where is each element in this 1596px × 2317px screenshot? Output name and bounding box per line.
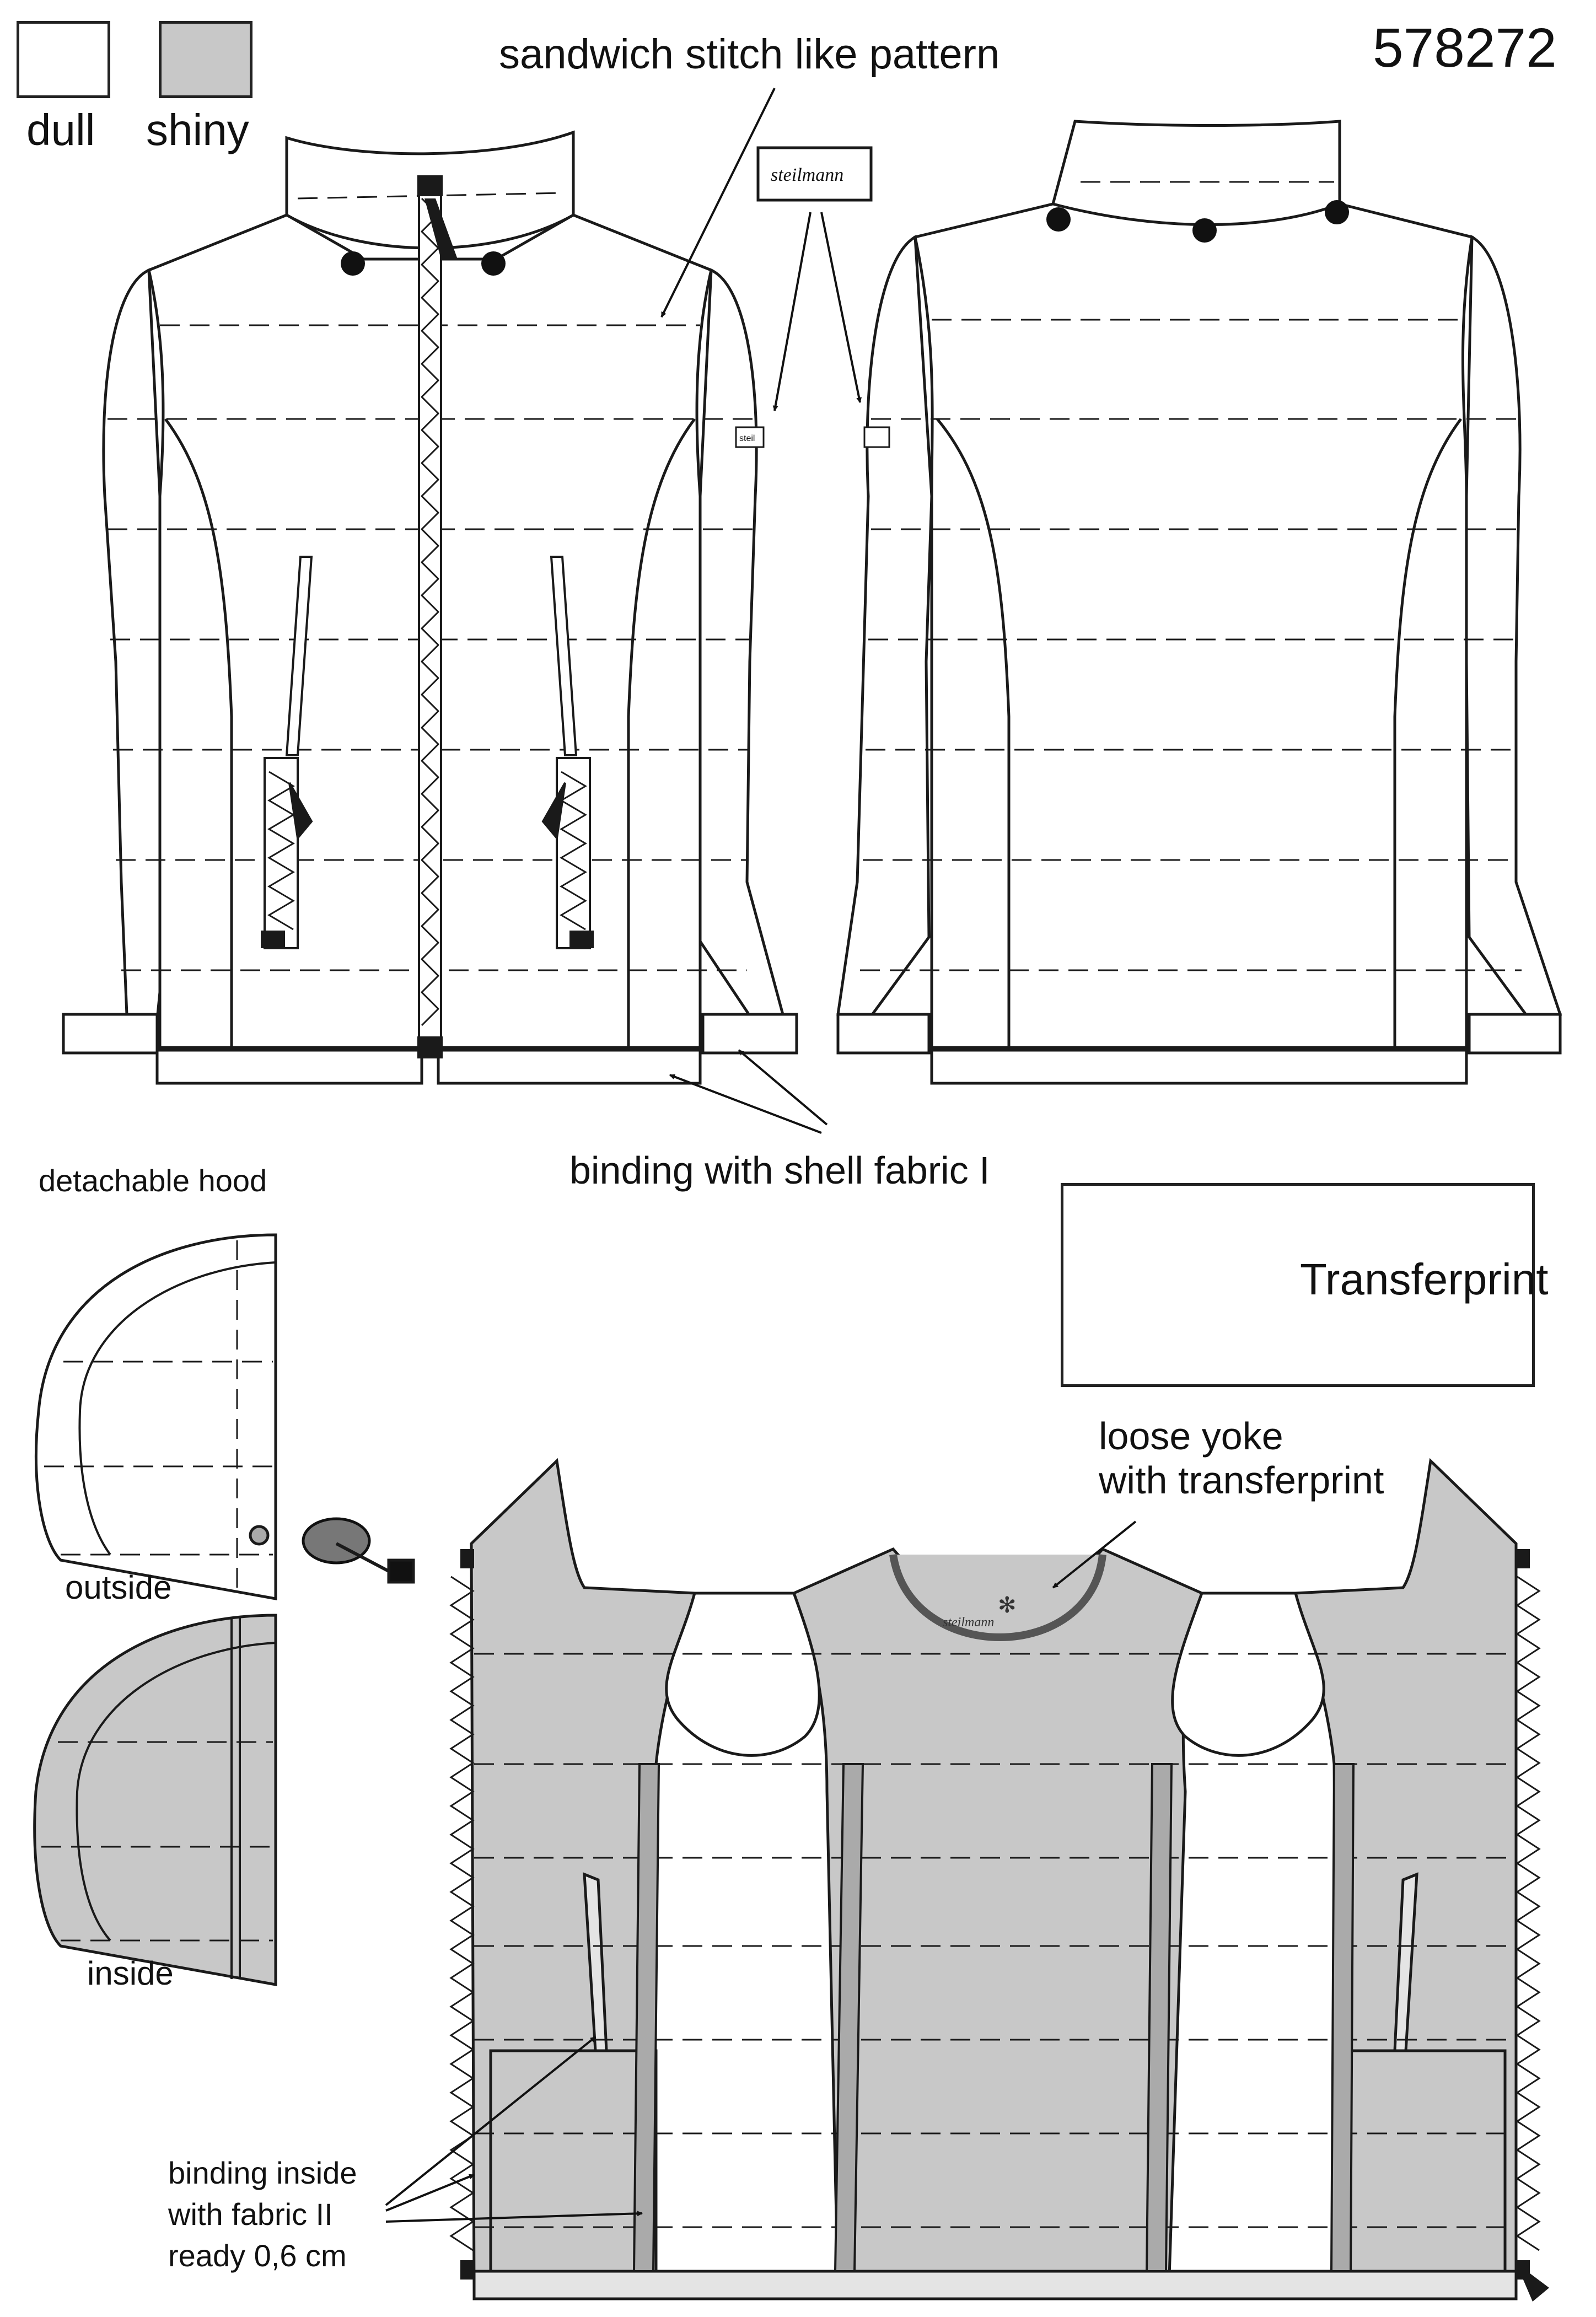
brand-label-tag: steilmann (756, 146, 873, 202)
callout-arrows (385, 88, 1137, 2223)
back-sleeve-tag (863, 426, 890, 448)
hood-inside-label: inside (87, 1955, 174, 1992)
back-princess-seams (936, 418, 1463, 1047)
back-cuff-right (1468, 1013, 1562, 1055)
arrow-binding-inside-2 (385, 2174, 475, 2212)
jacket-back-view (836, 120, 1562, 1085)
hood-outside (35, 1233, 415, 1600)
front-collar-snaps (341, 251, 506, 276)
yoke-print-flake: ✻ (998, 1593, 1017, 1618)
legend-dull-label: dull (26, 105, 95, 154)
front-right-sleeve (693, 268, 785, 1022)
zipper-top-stop (417, 175, 443, 196)
arrow-sandwich (660, 88, 776, 318)
back-collar (1051, 120, 1341, 226)
binding-inside-label-line1: binding inside (168, 2155, 357, 2190)
lining-left-armhole (665, 1592, 821, 1757)
sandwich-stitch-label: sandwich stitch like pattern (499, 31, 1000, 78)
lining-bottom-band (472, 2270, 1518, 2300)
arrow-yoke (1052, 1520, 1137, 1589)
back-hem-band (930, 1049, 1468, 1085)
binding-inside-label-line2: with fabric II (168, 2197, 333, 2232)
lining-right-armhole (1171, 1592, 1325, 1757)
sleeve-tag-label: steil (739, 434, 755, 443)
front-hem-band-left (155, 1049, 423, 1085)
brand-label-text: steilmann (771, 165, 843, 185)
loose-yoke-label-line1: loose yoke (1099, 1415, 1283, 1458)
zipper-bottom-stop (417, 1036, 443, 1058)
back-cuff-left (836, 1013, 931, 1055)
front-cuff-left (62, 1013, 159, 1055)
arrow-binding-inside-3 (385, 2211, 643, 2223)
lining-yoke (889, 1553, 1106, 1641)
inside-lining-view (470, 1458, 1518, 2300)
back-collar-snaps (1046, 200, 1349, 243)
binding-inside-label-line3: ready 0,6 cm (168, 2238, 347, 2273)
hood-inside (33, 1614, 277, 1986)
yoke-transferprint: steilmann ✻ (943, 1593, 1017, 1630)
arrow-binding-hem (669, 1074, 822, 1134)
back-left-sleeve (836, 234, 933, 1022)
legend-shiny-swatch (159, 21, 252, 98)
legend-dull-swatch (17, 21, 110, 98)
detachable-hood-label: detachable hood (39, 1163, 267, 1198)
front-hem-band-right (437, 1049, 702, 1085)
transferprint-box (1061, 1183, 1535, 1387)
zipper-teeth (420, 197, 440, 1026)
transferprint-label: Transferprint (1300, 1255, 1549, 1304)
arrow-binding-cuff (738, 1049, 828, 1126)
yoke-print-brand: steilmann (943, 1615, 994, 1630)
front-cuff-right (701, 1013, 798, 1055)
arrow-binding-inside-1 (385, 2036, 597, 2206)
legend-shiny-label: shiny (146, 105, 249, 154)
back-quilting-lines (860, 181, 1522, 971)
arrow-tag-back (820, 212, 862, 403)
lining-binding-strips (632, 1763, 1355, 2272)
lining-pockets (489, 1872, 1507, 2273)
loose-yoke-label-line2: with transferprint (1099, 1459, 1384, 1502)
back-body (913, 202, 1474, 1049)
front-princess-seams (164, 418, 696, 1047)
front-left-sleeve (102, 268, 167, 1022)
arrow-tag-front (772, 212, 812, 411)
lining-zippers (449, 1549, 1549, 2302)
hood-outside-label: outside (65, 1569, 172, 1606)
front-sleeve-tag: steil (735, 426, 765, 448)
style-number: 578272 (1373, 17, 1557, 79)
front-zipper (417, 175, 458, 1058)
front-pockets (261, 556, 594, 949)
back-right-sleeve (1465, 234, 1562, 1022)
binding-shell-label: binding with shell fabric I (569, 1149, 990, 1192)
zipper-pull-tab (424, 198, 458, 259)
